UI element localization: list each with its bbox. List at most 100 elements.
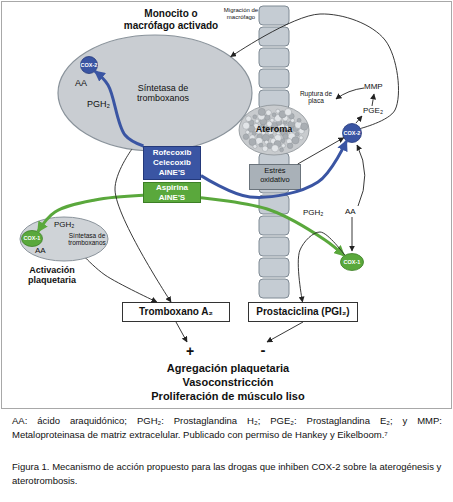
plaque-particle bbox=[284, 108, 291, 115]
pathway-arrow bbox=[352, 217, 353, 251]
node-text: AA bbox=[75, 78, 89, 88]
plaque-particle bbox=[259, 143, 263, 147]
node-text: COX-1 bbox=[21, 235, 43, 241]
plaque-particle bbox=[272, 113, 276, 117]
process-label: Ruptura de placa bbox=[296, 90, 336, 105]
connector-arrow bbox=[298, 232, 345, 302]
effect-sign: - bbox=[256, 341, 270, 358]
box-outline bbox=[250, 165, 301, 190]
effect-text: Agregación plaquetaria bbox=[78, 362, 378, 375]
plaque-particle bbox=[301, 123, 308, 130]
vessel-wall-segment bbox=[259, 216, 289, 235]
vessel-wall-segment bbox=[259, 195, 289, 214]
box-outline bbox=[249, 303, 358, 322]
enzyme-ellipse: COX-1 bbox=[21, 230, 43, 247]
connector-arrow bbox=[201, 198, 344, 256]
plaque-particle bbox=[246, 116, 252, 122]
effect-sign: + bbox=[183, 343, 197, 359]
node-text: Prostaciclina (PGI₂) bbox=[248, 306, 358, 318]
pathway-arrow bbox=[356, 116, 362, 123]
pathway-arrow bbox=[357, 145, 365, 206]
connector-arrow bbox=[231, 14, 399, 129]
effect-text: Proliferación de músculo liso bbox=[78, 390, 378, 403]
plaque-particle bbox=[258, 108, 265, 115]
ellipse-outline bbox=[81, 57, 98, 74]
node-text: Ateroma bbox=[238, 124, 310, 134]
plaque-particle bbox=[281, 144, 285, 148]
plaque-particle bbox=[243, 122, 250, 129]
node-text: COX-2 bbox=[342, 130, 362, 136]
atheroma-blob: Ateroma bbox=[238, 104, 310, 156]
plaque-particle bbox=[262, 146, 268, 152]
enzyme-circle: COX-2 bbox=[80, 56, 98, 74]
effect-text: Vasoconstricción bbox=[78, 376, 378, 389]
vessel-wall-segment bbox=[259, 48, 289, 67]
plaque-particle bbox=[253, 115, 257, 119]
pathway-arrow bbox=[267, 322, 303, 342]
drug-box: Rofecoxib Celecoxib AINE'S bbox=[143, 146, 201, 180]
pathway-arrow bbox=[336, 88, 364, 99]
pathway-arrow bbox=[176, 322, 187, 342]
connector-arrow bbox=[38, 195, 143, 232]
box-outline bbox=[123, 303, 230, 322]
node-text: Estrés oxidativo bbox=[250, 167, 300, 184]
vessel-wall-segment bbox=[259, 258, 289, 277]
process-box: Estrés oxidativo bbox=[249, 164, 301, 190]
connector-arrow bbox=[86, 258, 157, 302]
enzyme-circle: COX-2 bbox=[342, 123, 362, 143]
plaque-particle bbox=[255, 119, 259, 123]
cell-ellipse: Monocito o macrófago activadoAA PGH₂ Sínte… bbox=[55, 5, 255, 155]
box-outline bbox=[144, 183, 201, 203]
node-text: Monocito o macrófago activado bbox=[119, 8, 223, 31]
figure-frame bbox=[2, 2, 452, 409]
drug-box: Aspirina AINE'S bbox=[143, 182, 201, 203]
node-text: PGH₂ bbox=[87, 99, 111, 109]
product-box: Tromboxano A₂ bbox=[122, 302, 230, 322]
vessel-wall-segment bbox=[259, 237, 289, 256]
node-text: AA bbox=[35, 246, 51, 255]
connector-arrow bbox=[95, 71, 144, 146]
ellipse-outline bbox=[58, 35, 252, 151]
plaque-particle bbox=[266, 110, 272, 116]
chemical-label: AA bbox=[345, 207, 361, 216]
plaque-particle bbox=[253, 144, 257, 148]
vessel-wall-segment bbox=[259, 69, 289, 88]
vessel-wall-segment bbox=[259, 27, 289, 46]
ellipse-outline bbox=[239, 105, 309, 155]
plaque-particle bbox=[243, 134, 249, 140]
node-text: Síntetasa de tromboxanos bbox=[64, 232, 110, 247]
plaque-particle bbox=[281, 139, 285, 143]
connector-arrow bbox=[298, 138, 344, 164]
node-text: Tromboxano A₂ bbox=[122, 306, 230, 318]
node-text: Aspirina AINE'S bbox=[143, 183, 201, 202]
node-text: Activación plaquetaria bbox=[12, 265, 92, 286]
enzyme-ellipse: COX-1 bbox=[340, 253, 364, 271]
node-text: COX-1 bbox=[340, 259, 364, 265]
node-text: Síntetasa de tromboxanos bbox=[123, 83, 203, 104]
plaque-particle bbox=[246, 130, 250, 134]
node-text: Rofecoxib Celecoxib AINE'S bbox=[143, 148, 201, 178]
plaque-particle bbox=[292, 137, 299, 144]
plaque-particle bbox=[271, 145, 278, 152]
plaque-particle bbox=[297, 118, 301, 122]
plaque-particle bbox=[270, 118, 274, 122]
abbreviation-note: AA: ácido araquidónico; PGH₂: Prostaglan… bbox=[12, 414, 442, 442]
chemical-label: PGH₂ bbox=[303, 208, 327, 217]
vessel-wall-segment bbox=[259, 6, 289, 25]
vessel-wall-segment bbox=[259, 279, 289, 298]
ellipse-outline bbox=[22, 231, 43, 247]
box-outline bbox=[144, 147, 201, 180]
node-text: PGH₂ bbox=[54, 220, 78, 229]
ellipse-outline bbox=[341, 254, 364, 271]
plaque-particle bbox=[283, 134, 289, 140]
plaque-particle bbox=[299, 136, 303, 140]
figure-caption: Figura 1. Mecanismo de acción propuesto … bbox=[12, 460, 442, 488]
node-text: COX-2 bbox=[80, 62, 98, 68]
pathway-arrow bbox=[372, 94, 374, 106]
ellipse-outline bbox=[343, 124, 362, 143]
connector-arrow bbox=[115, 149, 171, 302]
